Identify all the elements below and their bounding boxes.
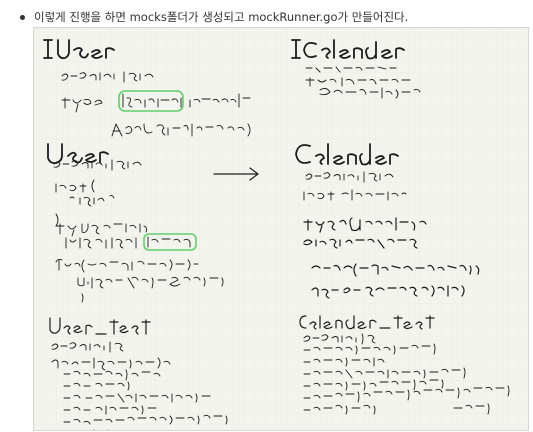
scribble-arrow [213,167,259,181]
scribble-user-test-block [49,317,228,430]
scribble-user-block [47,143,224,303]
bullet-text: 이렇게 진행을 하면 mocks폴더가 생성되고 mockRunner.go가 … [34,10,409,24]
scribble-calender-test-block [299,315,510,415]
handwritten-notes-image [33,27,529,431]
scribble-calender-block [295,143,480,299]
scribble-iuser-block [43,39,251,137]
notes-drawing [34,28,528,430]
paper-grid [34,28,528,430]
scribble-icalender-block [291,39,421,99]
bullet-marker [20,14,25,20]
bullet-item: 이렇게 진행을 하면 mocks폴더가 생성되고 mockRunner.go가 … [14,8,529,26]
